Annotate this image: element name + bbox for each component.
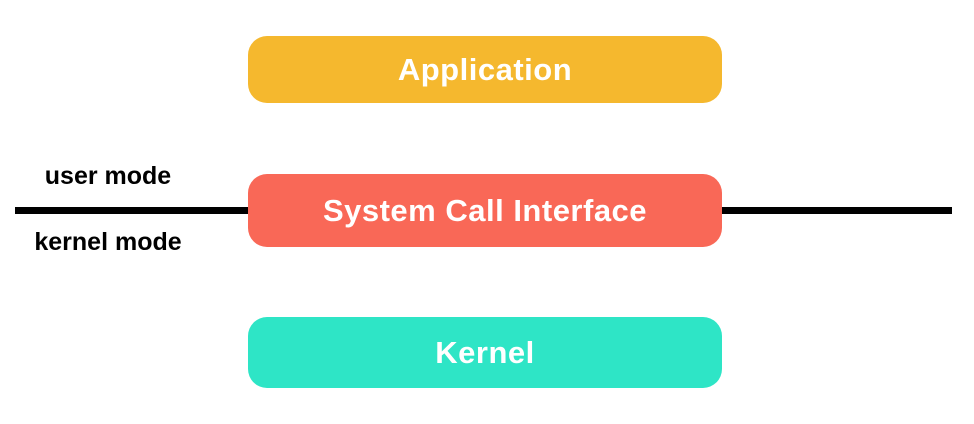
kernel-box: Kernel [248,317,722,388]
application-box-label: Application [397,51,573,87]
system-call-interface-box-label: System Call Interface [322,192,648,228]
system-call-interface-box: System Call Interface [248,174,722,247]
kernel-mode-label: kernel mode [34,228,182,256]
user-mode-label: user mode [44,162,172,190]
application-box: Application [248,36,722,103]
kernel-box-label: Kernel [435,334,535,370]
